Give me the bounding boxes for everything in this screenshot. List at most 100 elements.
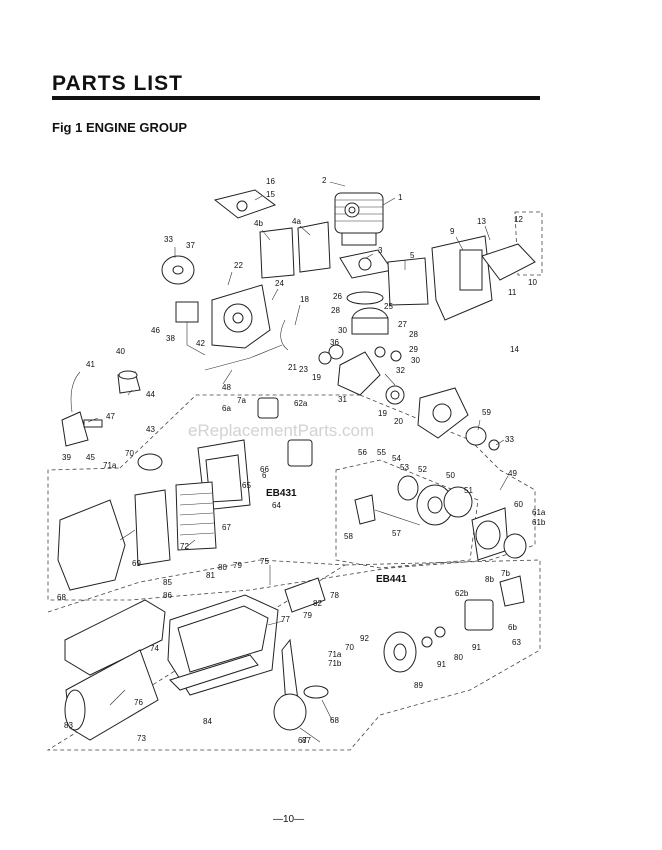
- model-label-eb441: EB441: [376, 574, 407, 585]
- model-label-eb431: EB431: [266, 488, 297, 499]
- title-rule: [52, 96, 540, 100]
- callout: 81: [206, 571, 215, 580]
- callout: 55: [377, 448, 386, 457]
- callout: 38: [166, 334, 175, 343]
- callout: 57: [392, 529, 401, 538]
- heat-shields: [213, 189, 331, 279]
- callout: 67: [222, 523, 231, 532]
- callout: 77: [281, 615, 290, 624]
- callout: 87: [302, 736, 311, 745]
- callout: 49: [508, 469, 517, 478]
- callout: 12: [514, 215, 523, 224]
- callout: 5: [410, 251, 415, 260]
- callout: 41: [86, 360, 95, 369]
- callout: 11: [508, 288, 517, 297]
- callout: 68: [330, 716, 339, 725]
- callout: 56: [358, 448, 367, 457]
- callout: 42: [196, 339, 205, 348]
- callout: 13: [477, 217, 486, 226]
- callout: 79: [303, 611, 312, 620]
- callout: 29: [409, 345, 418, 354]
- spark-plug-cap: [61, 370, 141, 447]
- callout: 28: [409, 330, 418, 339]
- callout: 71b: [328, 659, 342, 668]
- callout: 9: [450, 227, 455, 236]
- callout: 69: [132, 559, 141, 568]
- muffler-cover: [64, 599, 166, 741]
- callout: 15: [266, 190, 275, 199]
- callout: 70: [345, 643, 354, 652]
- crankshaft: [337, 346, 405, 405]
- callout: 4b: [254, 219, 263, 228]
- callout: 72: [180, 542, 189, 551]
- callout: 16: [266, 177, 275, 186]
- callout: 40: [116, 347, 125, 356]
- callout: 27: [398, 320, 407, 329]
- crankcase-cover: [417, 387, 500, 451]
- callout: 4a: [292, 217, 301, 226]
- callout: 18: [300, 295, 309, 304]
- figure-title: Fig 1 ENGINE GROUP: [52, 120, 188, 135]
- watermark: eReplacementParts.com: [188, 421, 374, 440]
- muffler-body: [167, 594, 279, 696]
- callout: 47: [106, 412, 115, 421]
- callout: 79: [233, 561, 242, 570]
- cylinder-gasket: [339, 249, 393, 279]
- flywheel: [161, 255, 195, 285]
- callout: 76: [134, 698, 143, 707]
- callout: 66: [260, 465, 269, 474]
- callout: 75: [260, 557, 269, 566]
- callout: 20: [394, 417, 403, 426]
- exhaust-elbow: [273, 577, 329, 731]
- callout: 31: [338, 395, 347, 404]
- callout: 2: [322, 176, 327, 185]
- callout: 64: [272, 501, 281, 510]
- callout: 58: [344, 532, 353, 541]
- callout: 67: [298, 736, 307, 745]
- callout: 80: [454, 653, 463, 662]
- callout: 60: [514, 500, 523, 509]
- callout: 24: [275, 279, 284, 288]
- callout: 51: [464, 486, 473, 495]
- crankcase: [211, 284, 271, 349]
- callout: 6b: [508, 623, 517, 632]
- piston-rings: [318, 291, 389, 365]
- callout: 68: [57, 593, 66, 602]
- callout: 78: [330, 591, 339, 600]
- callout: 63: [512, 638, 521, 647]
- leader-lines: [87, 181, 509, 743]
- callout: 70: [125, 449, 134, 458]
- air-cleaner-cover: [57, 499, 126, 591]
- callout: 28: [331, 306, 340, 315]
- page-title: PARTS LIST: [52, 72, 183, 95]
- cylinder: [334, 192, 384, 246]
- carburetor-eb441: [383, 575, 525, 673]
- callout: 37: [186, 241, 195, 250]
- callout: 22: [234, 261, 243, 270]
- muffler-plate: [387, 257, 429, 306]
- callout: 19: [378, 409, 387, 418]
- page-number: —10—: [273, 814, 304, 825]
- callout: 52: [418, 465, 427, 474]
- callout: 73: [137, 734, 146, 743]
- callout: 1: [398, 193, 403, 202]
- callout: 8b: [485, 575, 494, 584]
- callout: 30: [338, 326, 347, 335]
- callout: 19: [312, 373, 321, 382]
- callout: 89: [414, 681, 423, 690]
- callout: 84: [203, 717, 212, 726]
- callout: 32: [396, 366, 405, 375]
- callout: 54: [392, 454, 401, 463]
- callout: 61a: [532, 508, 546, 517]
- callout: 23: [299, 365, 308, 374]
- callout: 80: [218, 563, 227, 572]
- callout: 33: [505, 435, 514, 444]
- wiring: [204, 319, 289, 371]
- callout: 14: [510, 345, 519, 354]
- callout: 26: [333, 292, 342, 301]
- callout: 50: [446, 471, 455, 480]
- callout: 53: [400, 463, 409, 472]
- callout: 91: [472, 643, 481, 652]
- ignition-coil: [175, 301, 206, 356]
